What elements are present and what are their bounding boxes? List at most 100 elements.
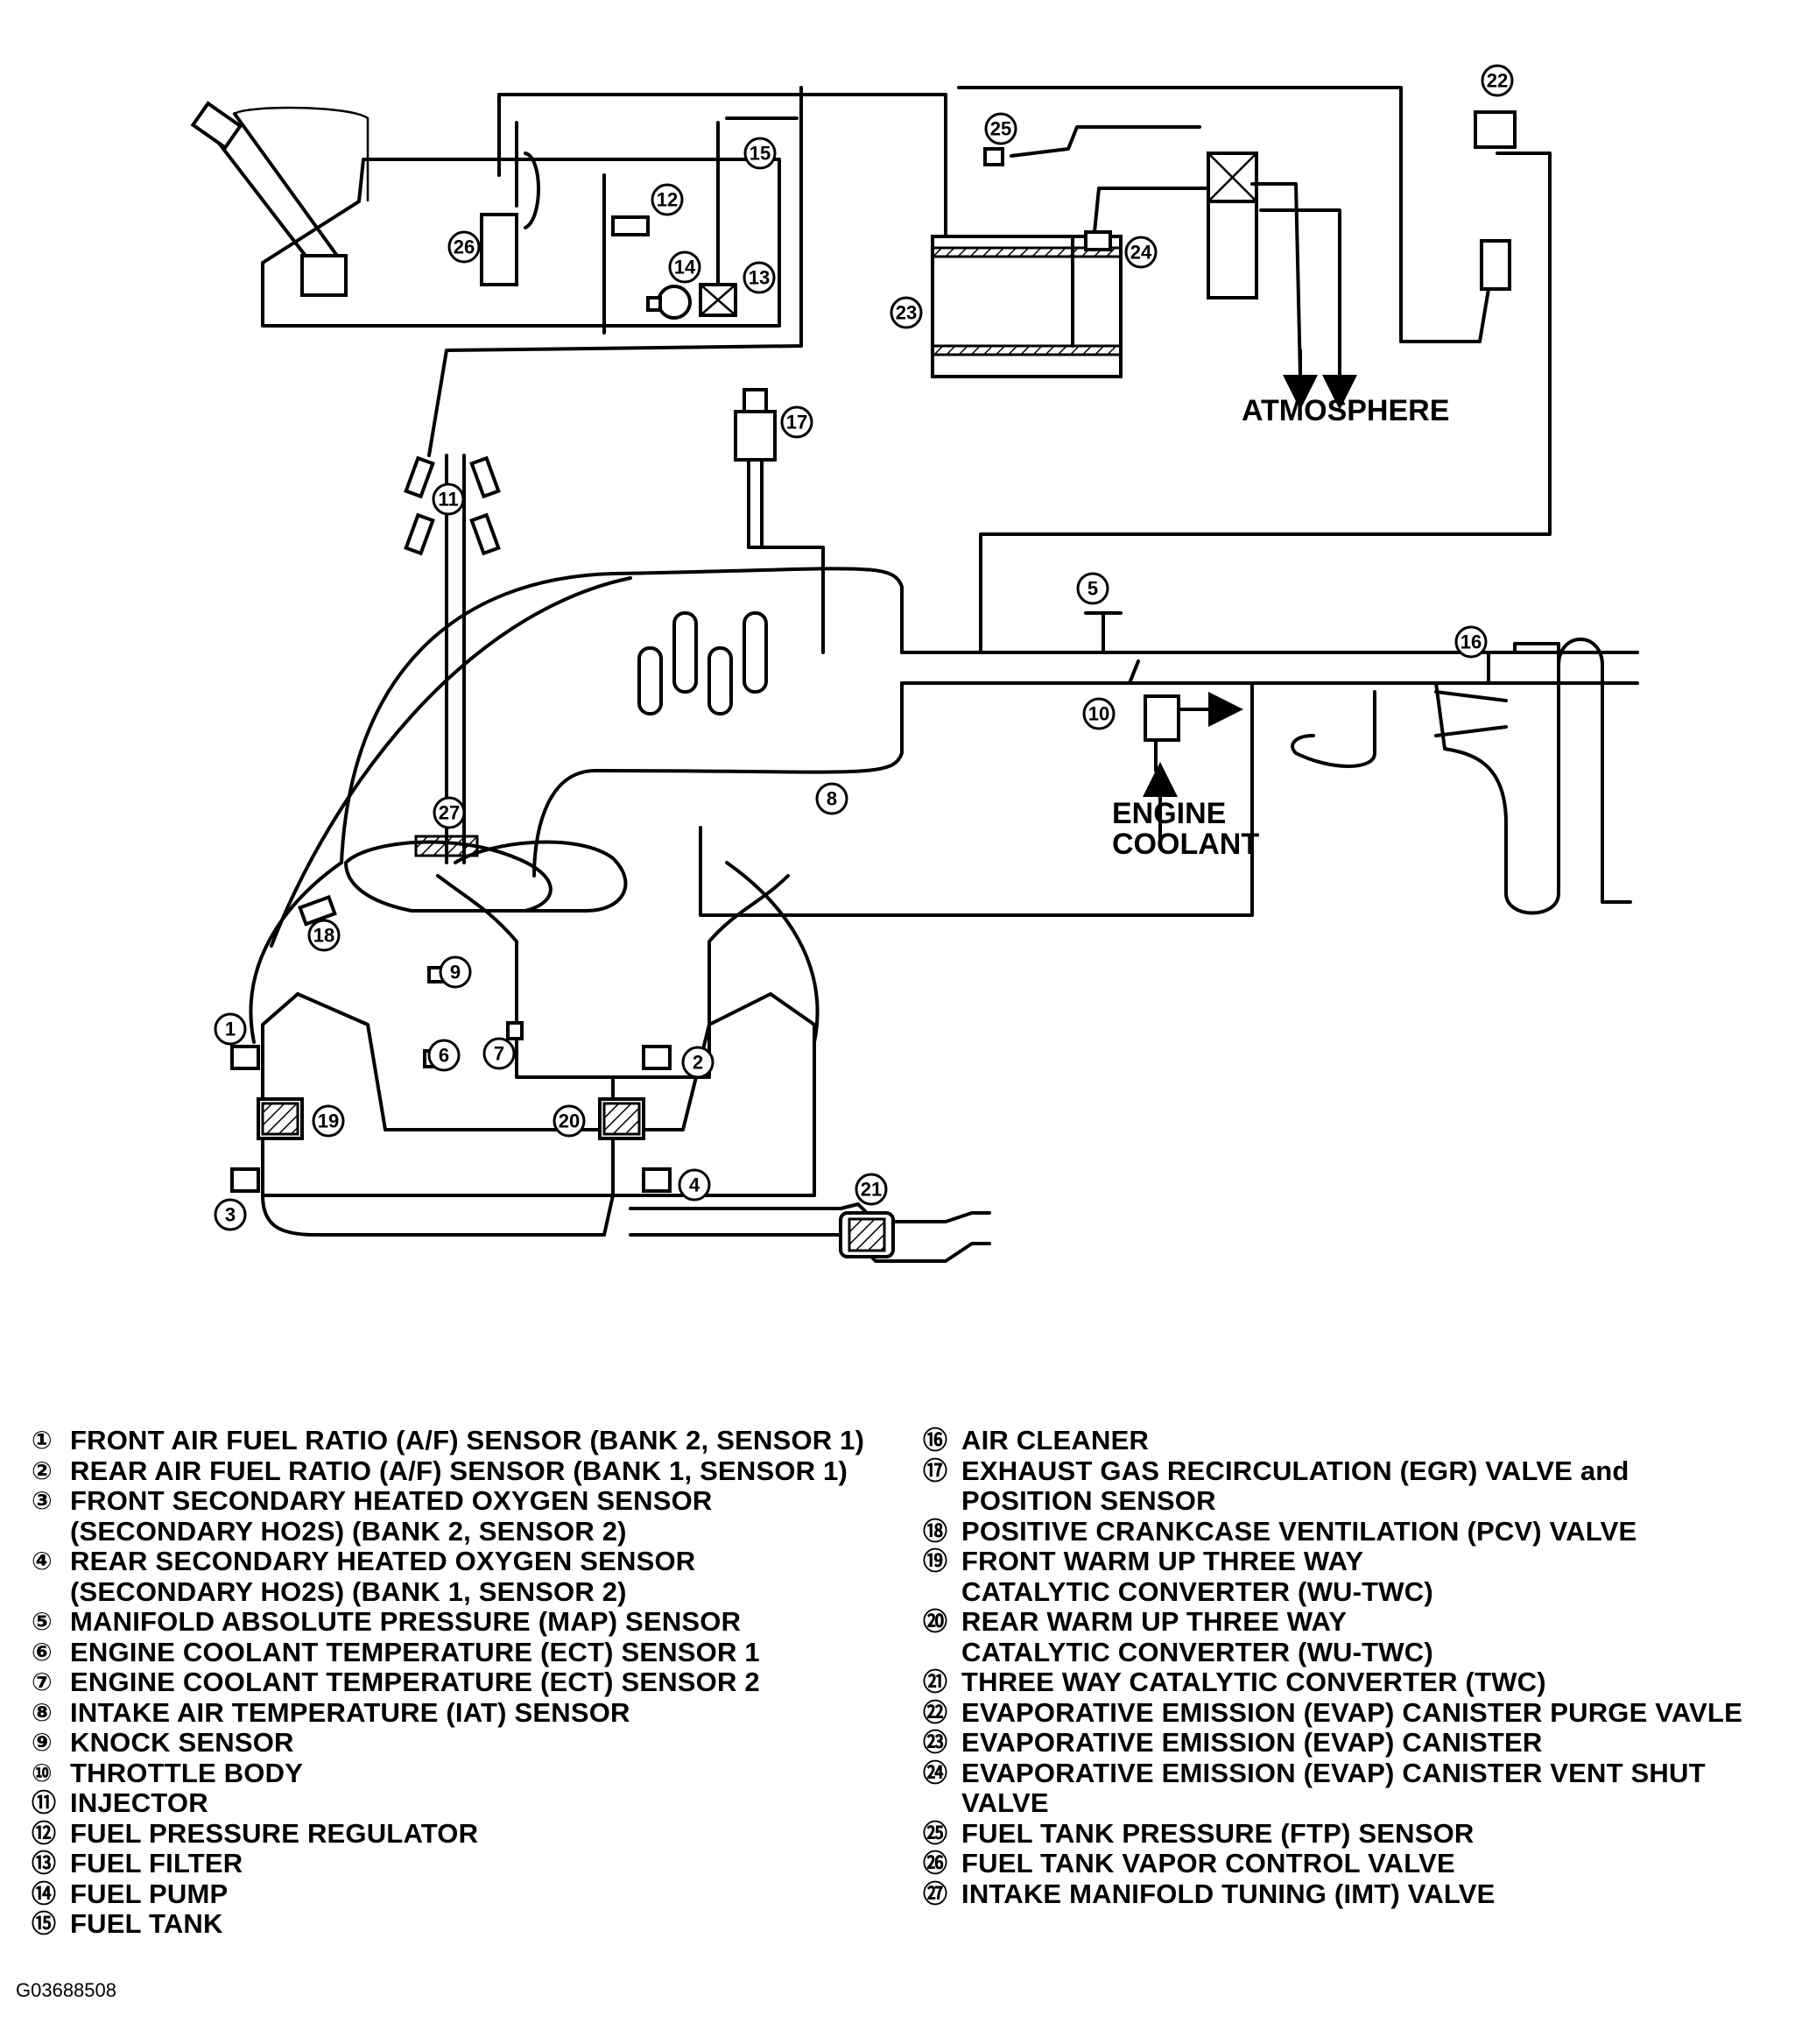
air-cleaner [1291, 638, 1632, 915]
legend-text: ENGINE COOLANT TEMPERATURE (ECT) SENSOR … [70, 1667, 760, 1697]
legend-text: FRONT WARM UP THREE WAY CATALYTIC CONVER… [961, 1546, 1433, 1607]
legend-number: ⑨ [32, 1729, 53, 1756]
legend-item: ⑲ FRONT WARM UP THREE WAY CATALYTIC CONVE… [923, 1546, 1798, 1607]
legend-text: FUEL FILTER [70, 1848, 243, 1878]
legend-text: AIR CLEANER [961, 1425, 1150, 1455]
legend-text: INTAKE MANIFOLD TUNING (IMT) VALVE [961, 1878, 1496, 1909]
engine-coolant-label: ENGINE [1112, 797, 1226, 830]
callout-number: 15 [750, 143, 771, 165]
callout-21: 21 [855, 1173, 888, 1206]
callout-4: 4 [678, 1168, 711, 1202]
legend-text: FUEL TANK VAPOR CONTROL VALVE [961, 1848, 1455, 1878]
legend-item: ⑨ KNOCK SENSOR [32, 1727, 916, 1759]
callout-number: 14 [674, 257, 696, 278]
legend-number: ⑳ [923, 1608, 948, 1635]
legend-text: FUEL PUMP [70, 1878, 229, 1909]
callout-23: 23 [890, 296, 923, 329]
callout-24: 24 [1124, 236, 1158, 269]
legend-number: ⑭ [32, 1879, 57, 1907]
callout-12: 12 [651, 183, 684, 216]
callout-number: 24 [1130, 242, 1152, 264]
legend-text: INTAKE AIR TEMPERATURE (IAT) SENSOR [70, 1696, 630, 1728]
callout-20: 20 [553, 1104, 586, 1138]
legend-item: ⑧ INTAKE AIR TEMPERATURE (IAT) SENSOR [32, 1696, 916, 1729]
legend-item: ⑫ FUEL PRESSURE REGULATOR [32, 1817, 916, 1850]
legend-number: ⑲ [923, 1547, 948, 1575]
callout-number: 1 [225, 1018, 236, 1040]
callout-number: 5 [1088, 578, 1098, 600]
legend-number: ⑧ [32, 1698, 53, 1726]
legend-number: ⑬ [32, 1850, 57, 1877]
callout-10: 10 [1082, 697, 1116, 730]
legend-text: INJECTOR [70, 1787, 208, 1818]
legend-text: EVAPORATIVE EMISSION (EVAP) CANISTER PUR… [961, 1696, 1743, 1728]
legend-number: ⑦ [32, 1668, 53, 1695]
callout-19: 19 [312, 1104, 345, 1138]
legend-number: ㉑ [923, 1668, 948, 1695]
legend-text: FUEL TANK [70, 1908, 223, 1939]
legend-column-left: ① FRONT AIR FUEL RATIO (A/F) SENSOR (BANK… [32, 1425, 916, 1940]
legend-item: ③ FRONT SECONDARY HEATED OXYGEN SENSOR (S… [32, 1485, 916, 1547]
callout-5: 5 [1076, 572, 1109, 605]
legend-number: ③ [32, 1487, 53, 1514]
legend-text: THREE WAY CATALYTIC CONVERTER (TWC) [961, 1667, 1546, 1697]
legend-number: ㉔ [923, 1759, 948, 1787]
fuel-tank [190, 101, 781, 335]
legend-text: FUEL PRESSURE REGULATOR [70, 1817, 479, 1849]
callout-27: 27 [433, 796, 466, 829]
legend-text: FRONT SECONDARY HEATED OXYGEN SENSOR (SE… [70, 1485, 713, 1547]
callout-16: 16 [1454, 625, 1488, 659]
callout-25: 25 [984, 112, 1017, 145]
legend-item: ⑦ ENGINE COOLANT TEMPERATURE (ECT) SENSOR… [32, 1667, 916, 1698]
legend-text: ENGINE COOLANT TEMPERATURE (ECT) SENSOR … [70, 1636, 760, 1667]
exhaust-system [230, 1045, 991, 1263]
legend-text: FUEL TANK PRESSURE (FTP) SENSOR [961, 1817, 1475, 1849]
callout-number: 7 [494, 1043, 504, 1065]
legend-text: KNOCK SENSOR [70, 1727, 294, 1758]
legend-item: ⑬ FUEL FILTER [32, 1848, 916, 1879]
callout-number: 19 [318, 1110, 339, 1132]
legend-number: ⑯ [923, 1427, 948, 1454]
callout-13: 13 [743, 261, 776, 294]
callout-number: 13 [749, 267, 770, 289]
callout-number: 21 [861, 1179, 882, 1201]
legend-item: ① FRONT AIR FUEL RATIO (A/F) SENSOR (BANK… [32, 1425, 916, 1456]
callout-26: 26 [447, 230, 481, 264]
callout-22: 22 [1481, 64, 1514, 97]
legend-text: FRONT AIR FUEL RATIO (A/F) SENSOR (BANK … [70, 1425, 865, 1455]
atmosphere-label: ATMOSPHERE [1242, 394, 1449, 427]
callout-7: 7 [482, 1037, 516, 1070]
callout-2: 2 [681, 1046, 714, 1079]
legend-number: ⑤ [32, 1608, 53, 1635]
callout-number: 16 [1461, 631, 1482, 653]
legend-item: ⑯ AIR CLEANER [923, 1425, 1798, 1456]
callout-1: 1 [214, 1012, 247, 1046]
legend-text: MANIFOLD ABSOLUTE PRESSURE (MAP) SENSOR [70, 1606, 742, 1637]
legend-number: ① [32, 1427, 53, 1454]
legend-number: ⑱ [923, 1517, 948, 1545]
legend-number: ㉒ [923, 1698, 948, 1726]
callout-number: 6 [439, 1045, 449, 1067]
callout-number: 4 [689, 1174, 700, 1196]
callout-number: 25 [990, 118, 1011, 140]
engine-coolant-label-2: COOLANT [1112, 828, 1259, 861]
callout-6: 6 [427, 1039, 461, 1072]
callout-number: 11 [438, 489, 458, 511]
callout-number: 18 [313, 925, 334, 947]
legend-number: ⑫ [32, 1819, 57, 1847]
legend-text: REAR WARM UP THREE WAY CATALYTIC CONVERT… [961, 1606, 1433, 1667]
callout-number: 3 [225, 1204, 236, 1226]
legend-number: ⑩ [32, 1759, 53, 1787]
callout-8: 8 [815, 782, 848, 815]
legend-text: REAR AIR FUEL RATIO (A/F) SENSOR (BANK 1… [70, 1455, 848, 1486]
callout-number: 12 [657, 189, 678, 211]
